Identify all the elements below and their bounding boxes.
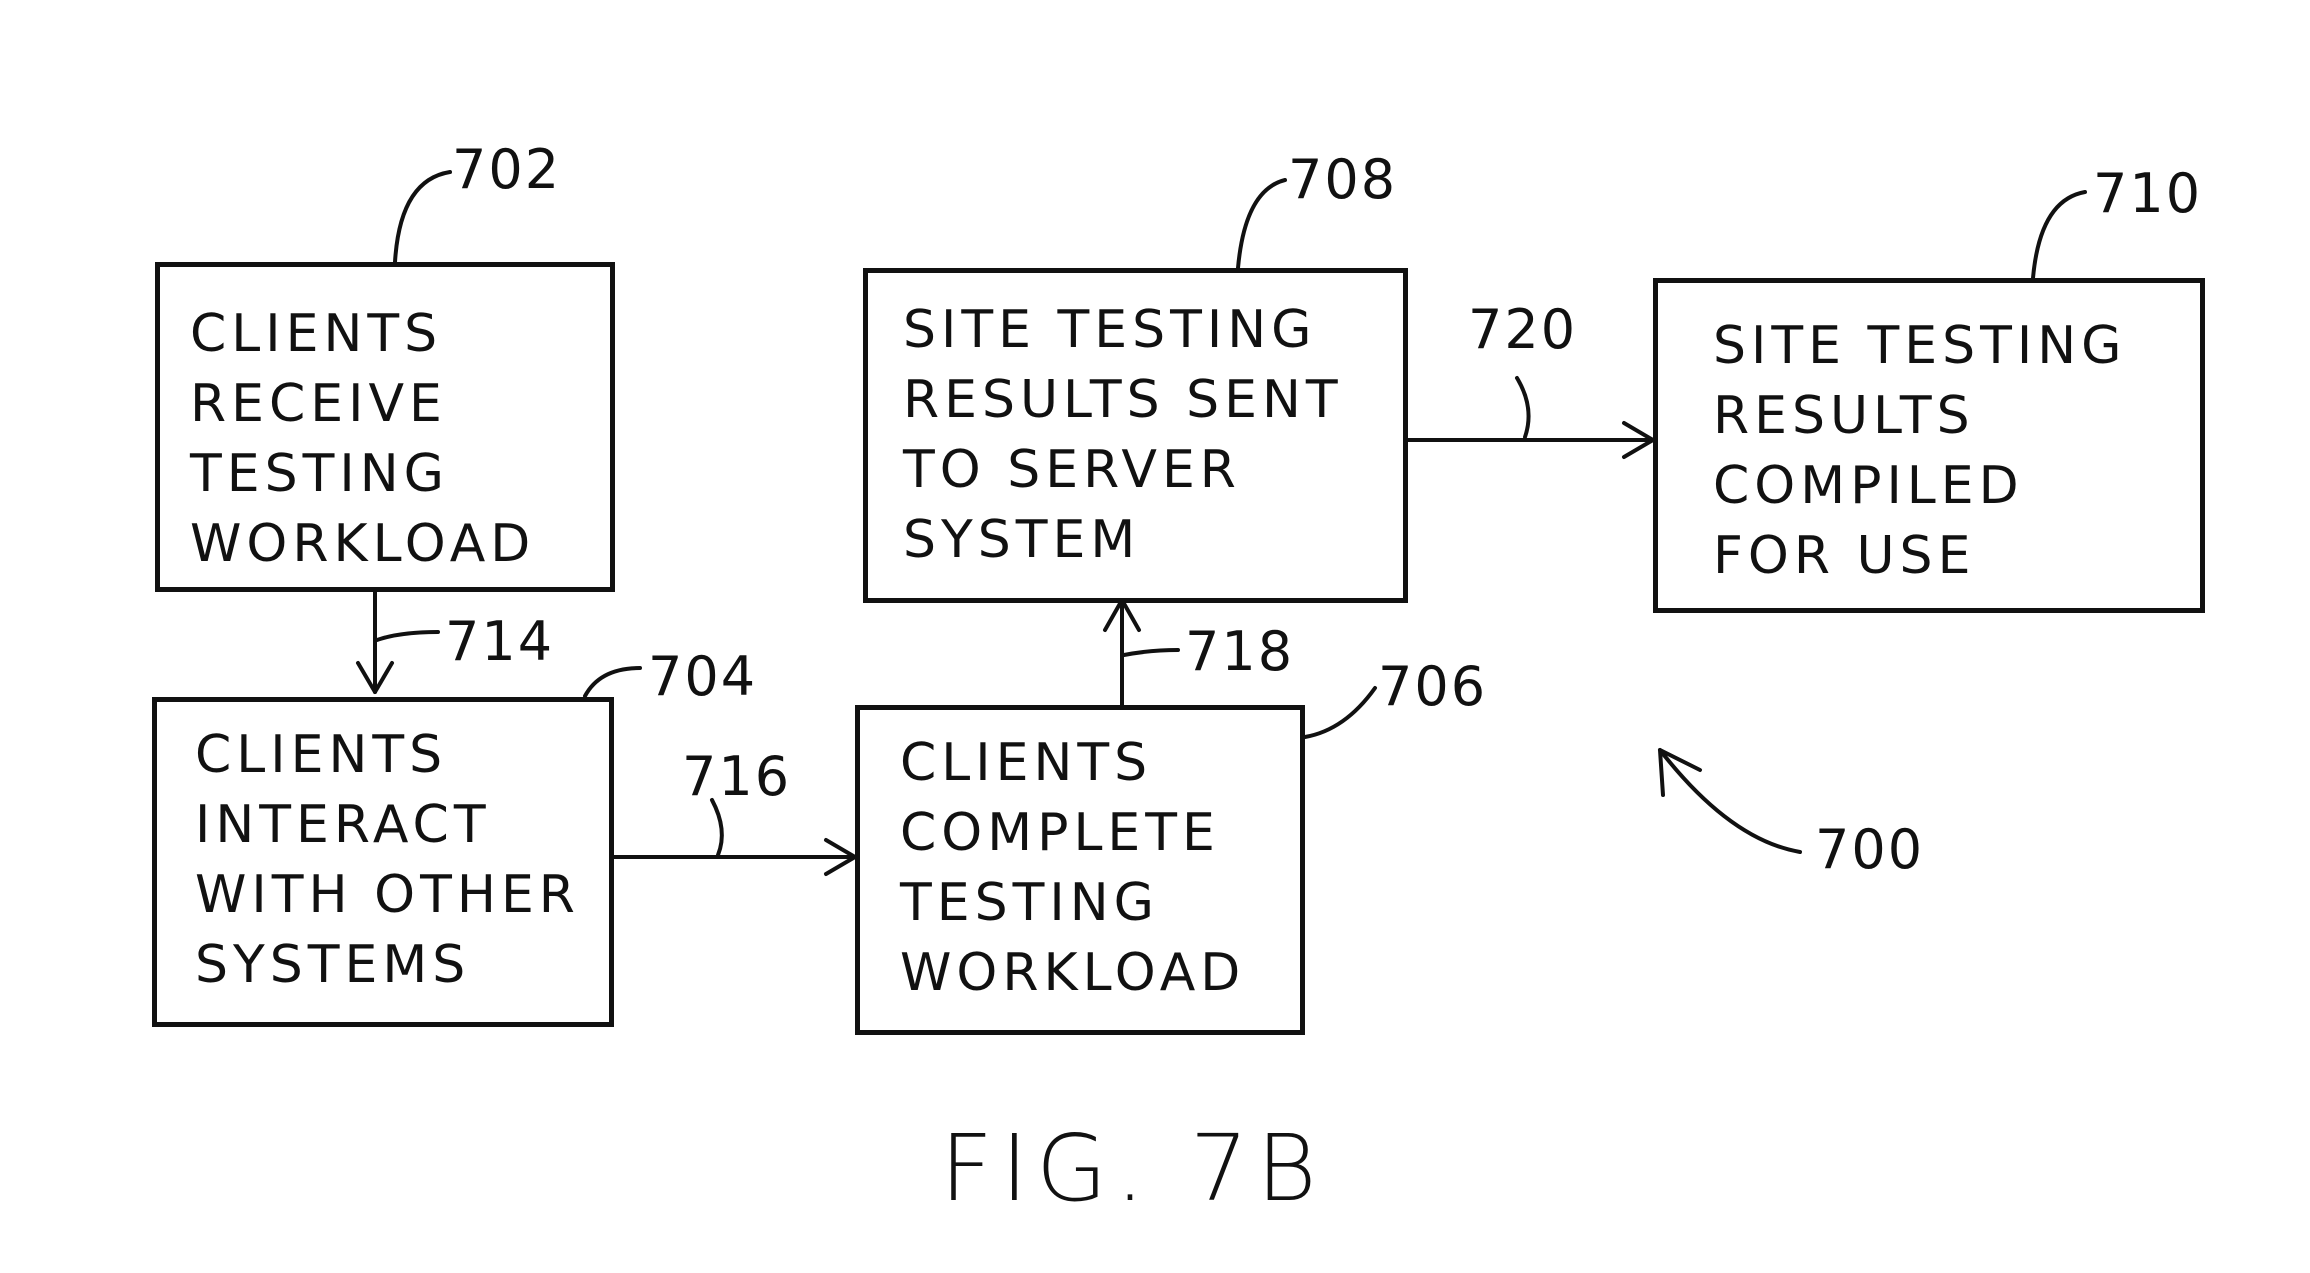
ref-706: 706 <box>1378 655 1487 718</box>
leader-706 <box>1305 688 1375 737</box>
ref-720: 720 <box>1468 298 1577 361</box>
ref-708: 708 <box>1288 148 1397 211</box>
box-708-line-1: SITE TESTING <box>903 295 1393 365</box>
box-704: CLIENTS INTERACT WITH OTHER SYSTEMS <box>152 697 614 1027</box>
box-710-line-4: FOR USE <box>1713 521 2190 591</box>
leader-704 <box>585 668 640 696</box>
box-706-text: CLIENTS COMPLETE TESTING WORKLOAD <box>900 728 1290 1008</box>
box-710-line-3: COMPILED <box>1713 451 2190 521</box>
figure-label: FIG. 7B <box>940 1115 1325 1222</box>
box-706-line-1: CLIENTS <box>900 728 1290 798</box>
ref-700: 700 <box>1815 818 1924 881</box>
leader-708 <box>1238 180 1285 268</box>
box-704-line-2: INTERACT <box>195 790 599 860</box>
box-702: CLIENTS RECEIVE TESTING WORKLOAD <box>155 262 615 592</box>
ref-702: 702 <box>452 138 561 201</box>
leader-710 <box>2033 192 2085 278</box>
box-706-line-4: WORKLOAD <box>900 938 1290 1008</box>
box-704-line-4: SYSTEMS <box>195 930 599 1000</box>
box-708-text: SITE TESTING RESULTS SENT TO SERVER SYST… <box>903 295 1393 575</box>
box-708-line-4: SYSTEM <box>903 505 1393 575</box>
ref-718: 718 <box>1185 620 1294 683</box>
box-710-line-1: SITE TESTING <box>1713 311 2190 381</box>
leader-714 <box>377 632 438 640</box>
box-702-line-4: WORKLOAD <box>190 509 600 579</box>
ref-704: 704 <box>648 645 757 708</box>
box-708-line-3: TO SERVER <box>903 435 1393 505</box>
box-710: SITE TESTING RESULTS COMPILED FOR USE <box>1653 278 2205 613</box>
box-704-text: CLIENTS INTERACT WITH OTHER SYSTEMS <box>195 720 599 1000</box>
box-702-line-1: CLIENTS <box>190 299 600 369</box>
ref-710: 710 <box>2093 162 2202 225</box>
leader-720 <box>1517 378 1529 437</box>
arrow-700-curve <box>1660 750 1800 852</box>
leader-702 <box>395 172 450 262</box>
box-704-line-1: CLIENTS <box>195 720 599 790</box>
box-706-line-2: COMPLETE <box>900 798 1290 868</box>
leader-716 <box>712 800 722 855</box>
leader-718 <box>1124 650 1178 655</box>
ref-716: 716 <box>682 745 791 808</box>
box-702-line-2: RECEIVE <box>190 369 600 439</box>
box-708: SITE TESTING RESULTS SENT TO SERVER SYST… <box>863 268 1408 603</box>
box-710-text: SITE TESTING RESULTS COMPILED FOR USE <box>1713 311 2190 591</box>
box-704-line-3: WITH OTHER <box>195 860 599 930</box>
box-702-text: CLIENTS RECEIVE TESTING WORKLOAD <box>190 299 600 579</box>
ref-714: 714 <box>445 610 554 673</box>
box-706: CLIENTS COMPLETE TESTING WORKLOAD <box>855 705 1305 1035</box>
box-702-line-3: TESTING <box>190 439 600 509</box>
box-710-line-2: RESULTS <box>1713 381 2190 451</box>
box-706-line-3: TESTING <box>900 868 1290 938</box>
box-708-line-2: RESULTS SENT <box>903 365 1393 435</box>
